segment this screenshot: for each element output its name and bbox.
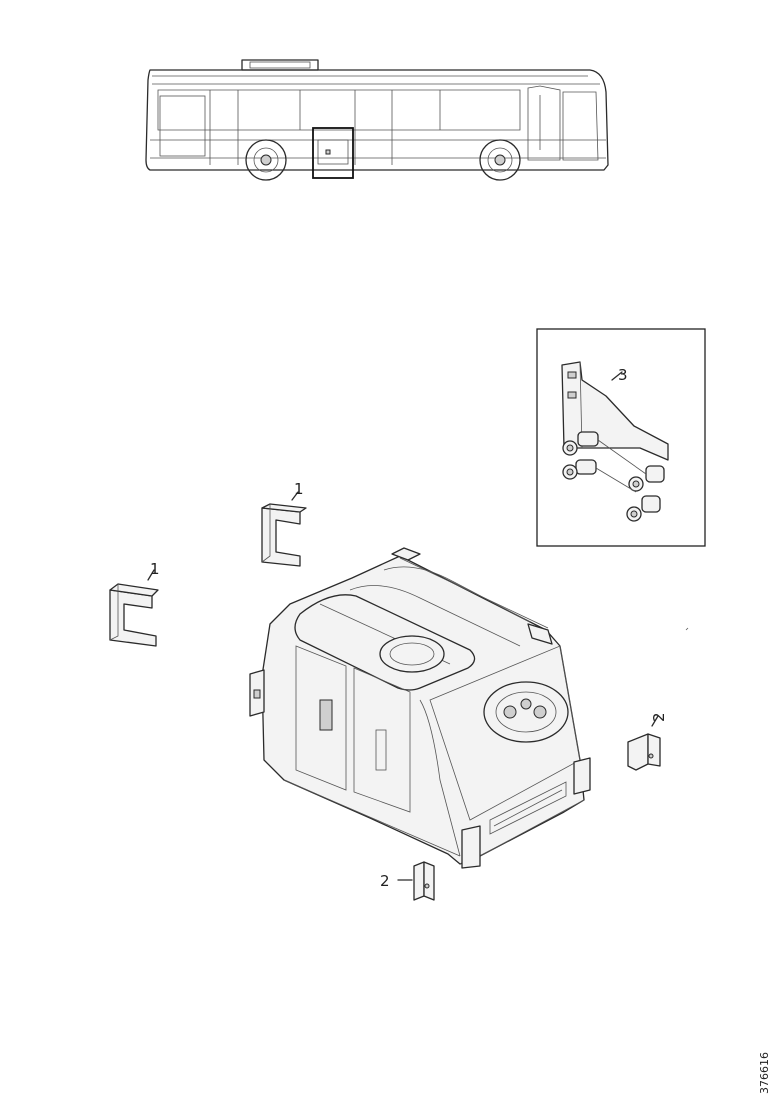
document-number: 376616: [758, 1052, 771, 1094]
location-highlight: [312, 127, 354, 179]
engine-compartment-assembly: [249, 547, 591, 869]
bracket-1-left: 1: [109, 560, 160, 647]
stray-mark: [685, 627, 689, 631]
callout-2-bottom: 2: [380, 872, 390, 890]
bracket-2-right: 2: [627, 712, 668, 771]
callout-3: 3: [618, 366, 628, 384]
callout-2-right: 2: [650, 712, 668, 722]
bracket-1-top: 1: [261, 480, 307, 567]
callout-1-top: 1: [294, 480, 304, 498]
detail-inset: 3: [536, 328, 706, 547]
bracket-2-bottom: 2: [380, 861, 435, 901]
bolt-set: [562, 431, 665, 522]
bus-side-view: [145, 59, 609, 181]
callout-1-left: 1: [150, 560, 160, 578]
